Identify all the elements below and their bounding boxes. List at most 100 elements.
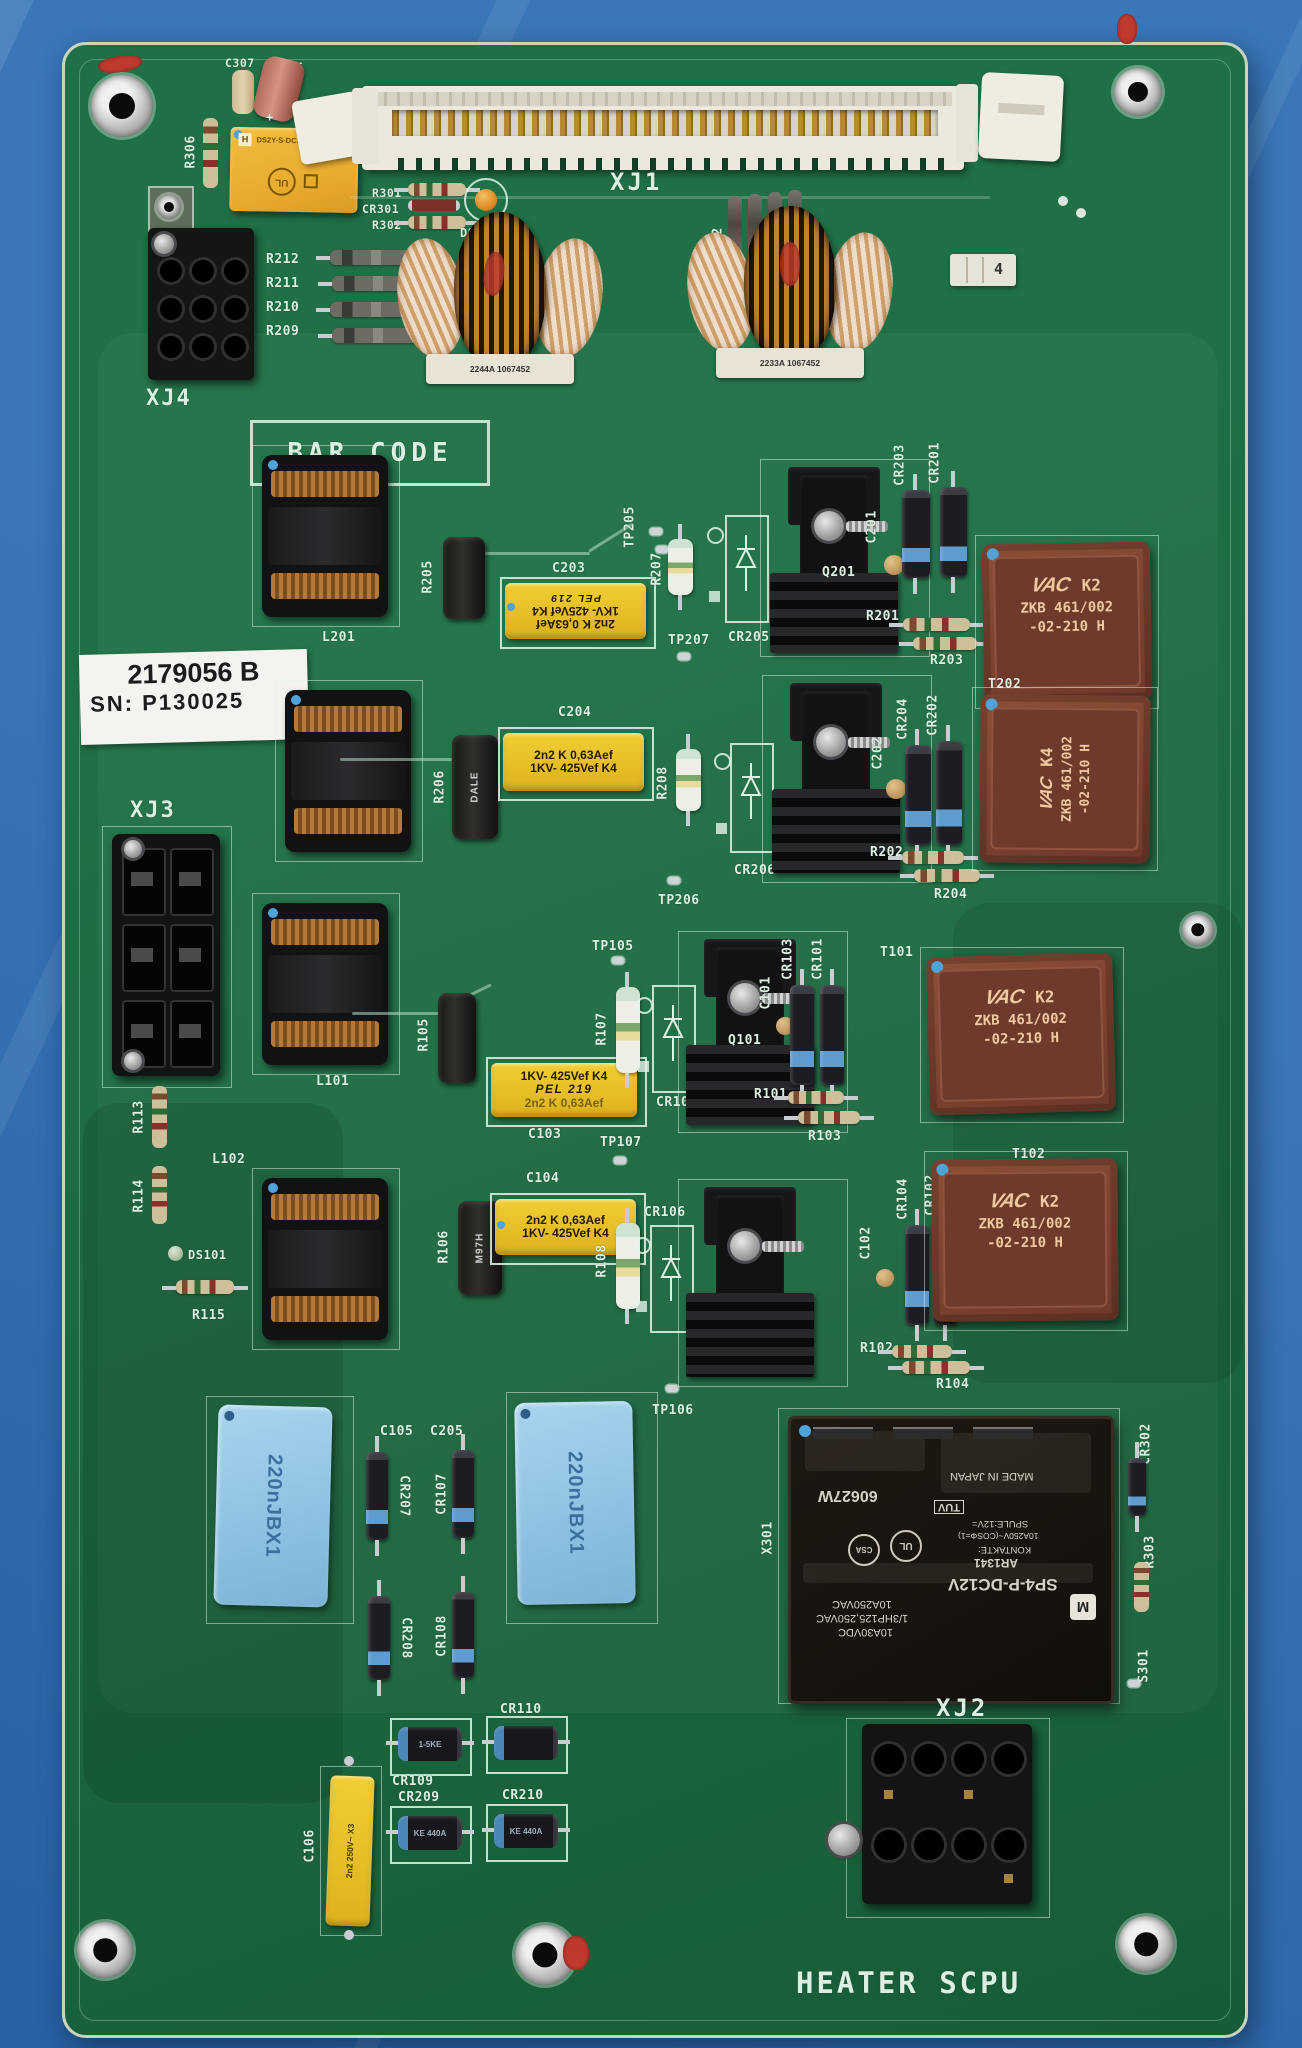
film-capacitor <box>232 70 254 114</box>
resistor <box>616 1208 640 1324</box>
csa-logo: CSA <box>848 1534 880 1566</box>
cap-marking: 220nJBX1 <box>563 1450 588 1555</box>
xj2-label: XJ2 <box>936 1694 989 1722</box>
resistor <box>676 734 701 826</box>
silk-label: S301 <box>1136 1649 1152 1683</box>
diode: KE 440A <box>482 1814 570 1848</box>
bead-capacitor <box>884 555 904 575</box>
trace <box>470 552 590 555</box>
tuv-logo: TUV <box>934 1500 964 1514</box>
diode-symbol-icon <box>662 1005 684 1061</box>
resistor-label: R208 <box>655 766 671 800</box>
resistor-label: R103 <box>808 1129 842 1144</box>
transformer-part: ZKB 461/002 <box>974 1010 1068 1030</box>
screw <box>816 727 846 757</box>
resistor <box>888 851 978 864</box>
diode <box>940 471 967 593</box>
coil-core <box>454 212 546 370</box>
diode-symbol-icon <box>740 763 762 819</box>
screw-thread <box>846 521 888 532</box>
diode-label: CR101 <box>810 938 826 980</box>
transistor-outline <box>762 675 932 883</box>
transformer-label: T101 <box>880 945 914 960</box>
diode-label: CR201 <box>927 442 943 484</box>
cap-marking: 1KV- 425Vef K4 <box>530 761 617 775</box>
transformer-part: ZKB 461/002 <box>978 1215 1072 1233</box>
capacitor-outline <box>486 1057 647 1127</box>
resistor-label: R115 <box>192 1308 226 1323</box>
resistor <box>889 618 984 631</box>
inductor-label: L201 <box>322 630 356 645</box>
diode-label: CR205 <box>728 630 770 645</box>
resistor <box>899 637 991 650</box>
resistor-label: R211 <box>266 276 300 291</box>
resistor <box>203 118 218 188</box>
diode-symbol-icon <box>660 1245 682 1301</box>
testpoint-label: TP206 <box>658 893 700 908</box>
screw <box>124 1052 142 1070</box>
hole-center <box>93 1938 117 1962</box>
diode <box>790 969 814 1101</box>
cap-brand: PEL 219 <box>535 1082 593 1097</box>
mounting-hole <box>77 1922 133 1978</box>
mounting-hole <box>1118 1916 1174 1972</box>
relay-code: 60627W <box>818 1487 878 1504</box>
relay-rating: 10A250VAC <box>832 1598 892 1610</box>
diode <box>905 1209 929 1341</box>
connector-pin-slot <box>392 110 938 136</box>
socket-hole <box>160 298 182 320</box>
screw <box>828 1824 860 1856</box>
cap-brand: PEL 219 <box>549 592 602 605</box>
diode-outline <box>486 1716 568 1774</box>
toroid-inductor <box>389 212 611 384</box>
board-edge-keepout <box>79 59 1231 2021</box>
cap-label: C307 <box>225 56 255 70</box>
diode-label: CR207 <box>396 1475 412 1517</box>
diode-outline <box>390 1718 472 1776</box>
testpoint-pad <box>668 877 680 884</box>
transformer-grade: K4 <box>1037 747 1057 767</box>
mounting-hole <box>1114 68 1162 116</box>
heatsink-fins <box>686 1293 814 1377</box>
toroid-base-sticker: 2244A 1067452 <box>426 354 574 384</box>
resistor <box>900 869 994 882</box>
cap-marking: 1KV- 425Vef K4 <box>522 1226 609 1240</box>
capacitor-outline <box>506 1392 658 1624</box>
hole-center <box>1127 81 1149 103</box>
polarity-mark: + <box>266 110 274 124</box>
screw-thread <box>848 737 890 748</box>
diode <box>368 1580 390 1696</box>
resistor-label: R302 <box>372 218 402 232</box>
relay-silk-label: X301 <box>760 1521 776 1555</box>
film-capacitor: 1KV- 425Vef K4 PEL 219 2n2 K 0,63Aef <box>491 1063 637 1117</box>
transformer-outline <box>972 687 1158 871</box>
capacitor-label: C105 <box>380 1424 414 1439</box>
diode-outline <box>390 1806 472 1864</box>
transformer-part: -02-210 H <box>1077 743 1094 815</box>
testpoint-label: TP205 <box>622 506 638 548</box>
heatsink-fins <box>770 573 898 653</box>
screw <box>730 983 760 1013</box>
ul-logo: UL <box>267 167 297 197</box>
connector-ribs <box>374 92 952 106</box>
transistor-outline <box>678 1179 848 1387</box>
hole-center <box>532 1942 558 1968</box>
relay-part-number: SP4-P-DC12V <box>948 1575 1058 1594</box>
red-paint-mark <box>563 1936 589 1970</box>
diode <box>482 1726 570 1760</box>
diode: 1-5KE <box>386 1727 474 1761</box>
testpoint-label: TP107 <box>600 1135 642 1150</box>
xj1-connector <box>362 86 964 170</box>
cap-marking: 1KV- 425Vef K4 <box>520 1068 608 1083</box>
inductor-outline <box>252 893 400 1075</box>
transistor-label: Q201 <box>822 565 856 580</box>
bobbin-inductor <box>285 690 411 852</box>
diode-outline <box>725 515 769 623</box>
transistor-label: Q101 <box>728 1033 762 1048</box>
diode-label: CR209 <box>398 1790 440 1805</box>
toroid-base-sticker: 2233A 1067452 <box>716 348 864 378</box>
transformer-grade: K2 <box>1039 1191 1060 1211</box>
